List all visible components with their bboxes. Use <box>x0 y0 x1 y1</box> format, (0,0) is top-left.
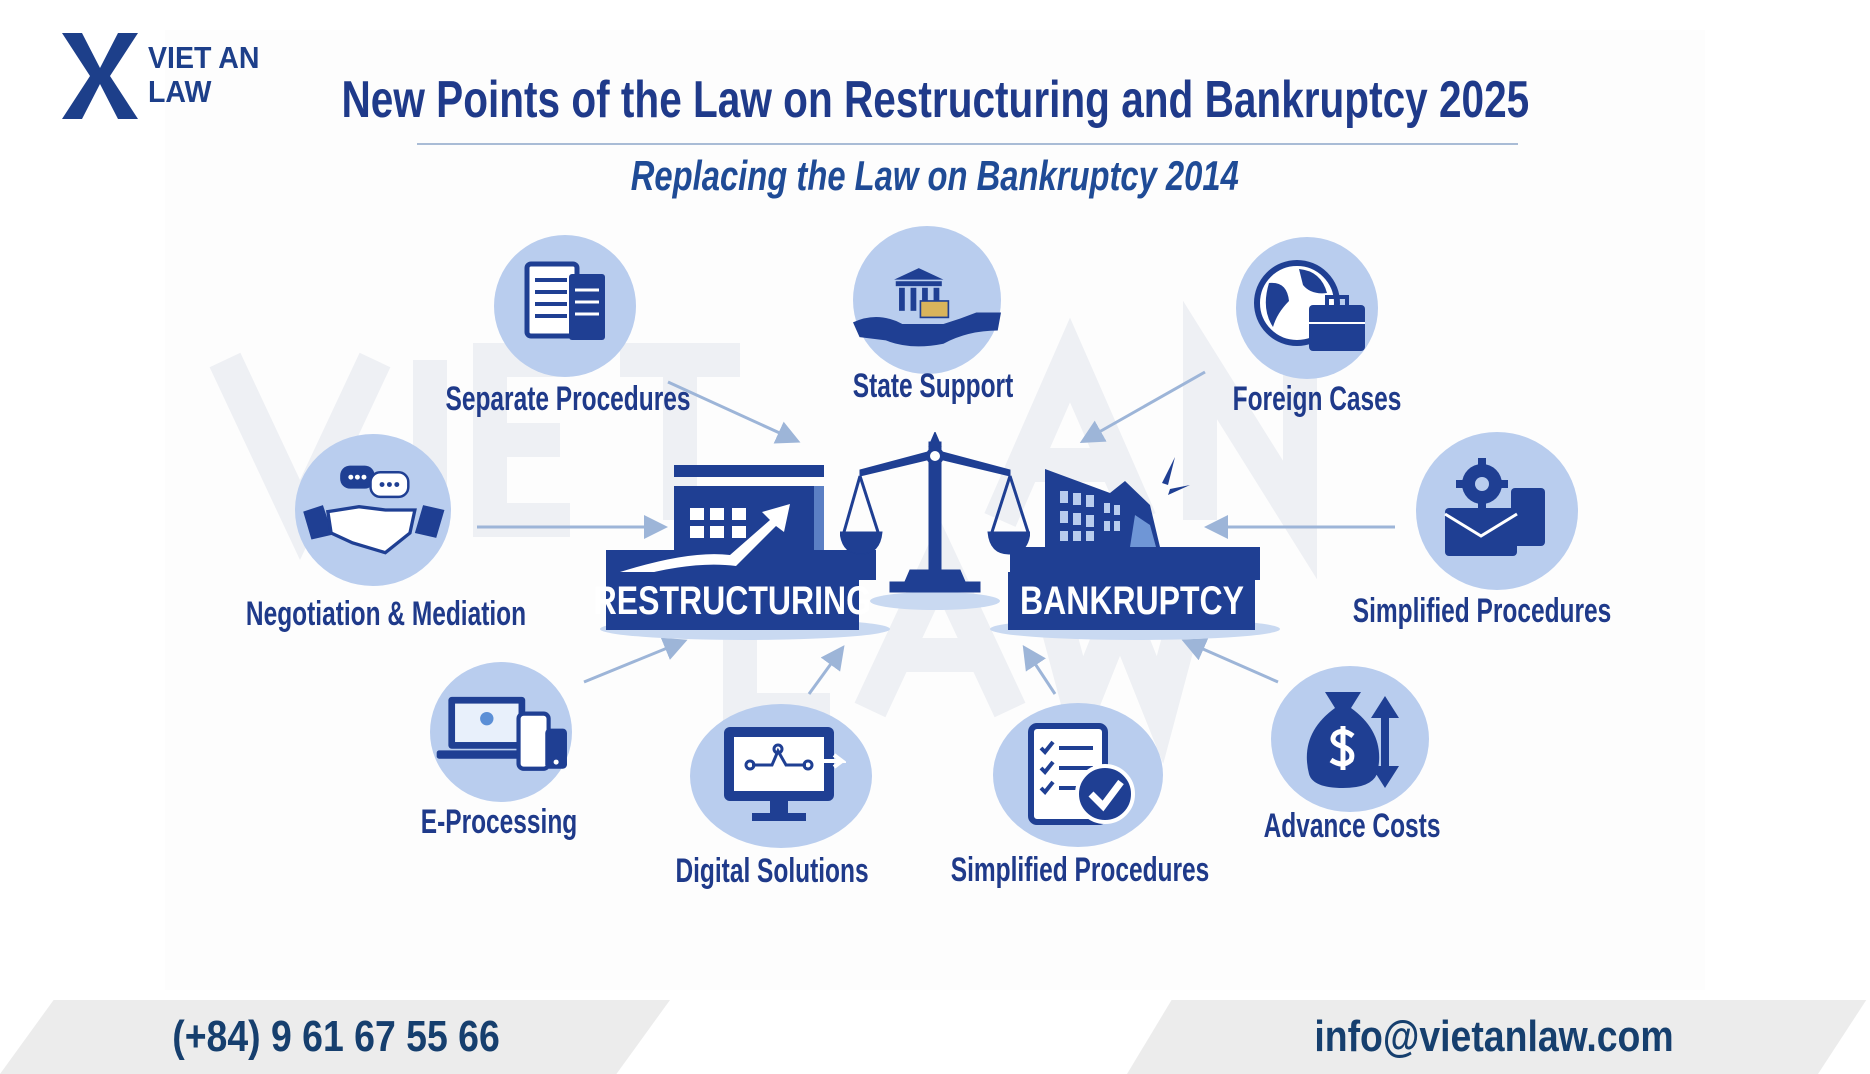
bankruptcy-text: BANKRUPTCY <box>1019 578 1244 623</box>
negotiation-circle <box>295 434 451 586</box>
subtitle-text: Replacing the Law on Bankruptcy 2014 <box>630 152 1240 199</box>
simplified-procedures-bottom-circle <box>993 703 1163 847</box>
arrow-advance <box>1181 638 1279 684</box>
money-bag-icon <box>1306 692 1399 788</box>
point-label: Simplified Procedures <box>950 851 1210 889</box>
footer-phone-band <box>0 1000 670 1074</box>
point-label: E-Processing <box>420 803 578 841</box>
arrow-foreign <box>1079 370 1206 443</box>
logo: VIET AN LAW <box>60 33 300 119</box>
footer-phone[interactable]: (+84) 9 61 67 55 66 <box>172 1012 500 1061</box>
handshake-icon <box>303 465 445 555</box>
advance-costs-circle <box>1271 666 1429 812</box>
digital-solutions-circle <box>690 704 872 848</box>
separate-procedures-circle <box>494 235 636 377</box>
logo-line2: LAW <box>148 74 212 109</box>
restructuring-label: RESTRUCTURING <box>594 572 871 630</box>
point-label: Digital Solutions <box>675 852 869 890</box>
arrow-separate <box>667 380 801 444</box>
restructuring-text: RESTRUCTURING <box>593 578 872 623</box>
title-text: New Points of the Law on Restructuring a… <box>341 71 1529 129</box>
point-label: Advance Costs <box>1263 807 1441 845</box>
arrow-eprocessing <box>583 637 688 684</box>
logo-text: VIET AN LAW <box>148 41 259 109</box>
laptop-phone-icon <box>436 696 567 771</box>
footer-email[interactable]: info@vietanlaw.com <box>1314 1012 1674 1061</box>
footer-email-band <box>1127 1000 1867 1074</box>
gear-briefcase-icon <box>1444 458 1545 556</box>
foreign-cases-circle <box>1236 237 1378 379</box>
logo-mark-icon <box>62 33 138 119</box>
bankruptcy-building-icon <box>1010 457 1260 580</box>
point-label: Separate Procedures <box>445 380 691 418</box>
state-support-circle <box>853 226 1001 374</box>
page-title: New Points of the Law on Restructuring a… <box>0 70 1870 130</box>
globe-briefcase-icon <box>1254 260 1365 351</box>
point-label: Negotiation & Mediation <box>245 595 527 633</box>
logo-line1: VIET AN <box>148 40 260 75</box>
shadow <box>870 592 1000 610</box>
point-label: Foreign Cases <box>1232 380 1402 418</box>
point-label: State Support <box>852 367 1014 405</box>
simplified-procedures-right-circle <box>1416 432 1578 590</box>
checklist-icon <box>1028 723 1135 825</box>
arrow-simplified-bottom <box>1022 644 1057 695</box>
document-icon <box>524 261 605 340</box>
title-divider <box>417 143 1518 145</box>
bank-hand-icon <box>853 268 1001 347</box>
e-processing-circle <box>430 662 572 802</box>
page-subtitle: Replacing the Law on Bankruptcy 2014 <box>0 152 1870 200</box>
arrow-digital <box>807 645 845 695</box>
point-label: Simplified Procedures <box>1352 592 1612 630</box>
scales-of-justice-icon <box>840 432 1030 593</box>
monitor-circuit-icon <box>724 727 846 821</box>
restructuring-building-icon <box>606 465 876 580</box>
bankruptcy-label: BANKRUPTCY <box>1008 572 1255 630</box>
